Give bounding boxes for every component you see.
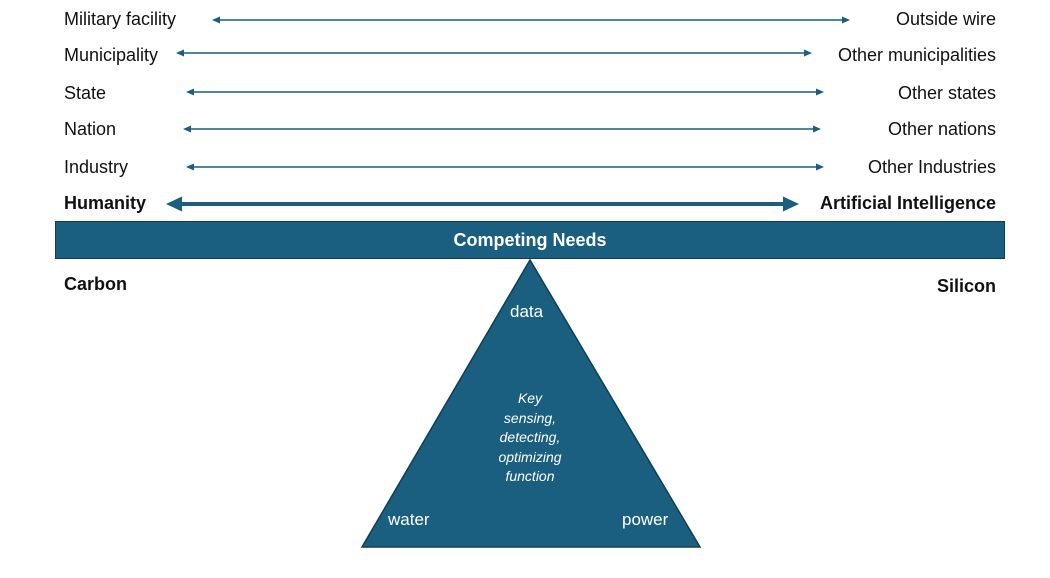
double-arrow-nation <box>183 125 821 133</box>
key-function-line: detecting, <box>499 429 561 445</box>
scale-right-label-other-nations: Other nations <box>887 119 996 139</box>
double-arrow-humanity-ai <box>166 196 799 212</box>
carbon-label: Carbon <box>64 274 127 294</box>
key-function-line: Key <box>517 390 543 406</box>
competing-needs-beam: Competing Needs <box>55 221 1005 259</box>
fulcrum-power-label: power <box>622 510 669 529</box>
scale-left-label-municipality: Municipality <box>64 45 159 65</box>
key-function-text: Key sensing, detecting, optimizing funct… <box>470 389 590 487</box>
scale-right-label-artificial-intelligence: Artificial Intelligence <box>819 193 996 213</box>
silicon-label: Silicon <box>936 276 996 296</box>
scale-left-label-nation: Nation <box>64 119 117 139</box>
scale-left-label-military-facility: Military facility <box>64 9 177 29</box>
fulcrum-water-label: water <box>388 510 430 529</box>
scale-left-label-humanity: Humanity <box>64 193 147 213</box>
fulcrum-data-label: data <box>510 302 544 321</box>
scale-right-label-other-municipalities: Other municipalities <box>837 45 996 65</box>
double-arrow-municipality <box>176 49 812 57</box>
scale-right-label-other-industries: Other Industries <box>867 157 996 177</box>
key-function-line: function <box>505 468 555 484</box>
scale-right-label-outside-wire: Outside wire <box>895 9 996 29</box>
key-function-line: optimizing <box>498 448 562 465</box>
double-arrow-military <box>212 16 850 24</box>
scale-left-label-industry: Industry <box>64 157 129 177</box>
double-arrow-industry <box>186 163 824 171</box>
scale-arrows <box>166 16 850 212</box>
key-function-line: sensing, <box>503 409 557 426</box>
scale-right-label-other-states: Other states <box>897 83 996 103</box>
double-arrow-state <box>186 88 824 96</box>
scale-left-label-state: State <box>64 83 107 103</box>
